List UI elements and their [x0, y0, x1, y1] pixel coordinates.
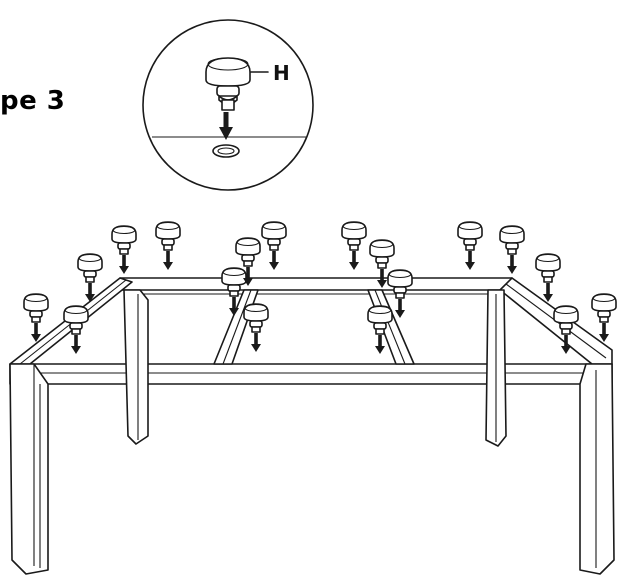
table-frame	[9, 277, 615, 575]
glide-icon	[535, 253, 561, 303]
glide-icon	[457, 221, 483, 271]
step-title: pe 3	[0, 86, 66, 116]
detail-down-arrow-icon	[219, 112, 233, 140]
detail-hole	[212, 144, 240, 158]
leg-back-left	[123, 289, 149, 445]
glide-icon	[591, 293, 617, 343]
detail-glide-icon	[205, 57, 251, 111]
glide-icon	[243, 303, 269, 353]
back-rail	[119, 277, 513, 291]
leg-front-left	[9, 363, 49, 575]
detail-callout: H	[142, 19, 314, 191]
glide-icon	[499, 225, 525, 275]
glide-icon	[111, 225, 137, 275]
glide-icon	[23, 293, 49, 343]
leg-front-right	[579, 363, 615, 575]
glide-icon	[261, 221, 287, 271]
part-label: H	[273, 61, 290, 85]
glide-icon	[341, 221, 367, 271]
front-rail	[9, 363, 613, 385]
glide-icon	[155, 221, 181, 271]
